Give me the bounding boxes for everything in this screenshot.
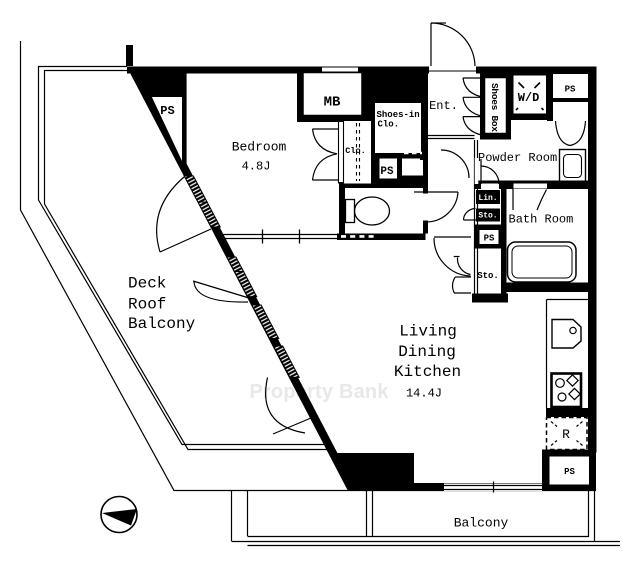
svg-text:Clo.: Clo.: [378, 120, 400, 130]
svg-text:Powder Room: Powder Room: [478, 151, 557, 165]
svg-text:Ent.: Ent.: [429, 99, 458, 113]
svg-text:Balcony: Balcony: [454, 516, 509, 531]
svg-text:Balcony: Balcony: [128, 315, 196, 333]
svg-text:W/D: W/D: [518, 91, 540, 105]
svg-text:PS: PS: [380, 166, 394, 178]
svg-text:Shoes-in: Shoes-in: [377, 110, 420, 120]
svg-text:Sto.: Sto.: [477, 271, 499, 281]
svg-text:Roof: Roof: [128, 296, 166, 314]
svg-text:Kitchen: Kitchen: [394, 363, 461, 381]
svg-text:Bedroom: Bedroom: [232, 140, 287, 155]
svg-text:PS: PS: [564, 467, 575, 477]
svg-text:R: R: [562, 427, 570, 442]
svg-text:Sto.: Sto.: [478, 212, 497, 221]
svg-text:Deck: Deck: [128, 275, 166, 293]
svg-text:MB: MB: [324, 95, 341, 111]
svg-text:PS: PS: [565, 85, 576, 95]
svg-text:4.8J: 4.8J: [242, 160, 271, 174]
svg-text:Property Bank: Property Bank: [249, 381, 389, 403]
svg-text:Clo.: Clo.: [345, 146, 365, 156]
svg-text:PS: PS: [160, 104, 174, 118]
svg-text:Bath Room: Bath Room: [509, 213, 574, 227]
svg-text:Lin.: Lin.: [478, 194, 497, 203]
svg-text:Shoes Box: Shoes Box: [489, 83, 500, 132]
svg-text:Living: Living: [399, 323, 457, 341]
svg-text:14.4J: 14.4J: [406, 387, 442, 401]
svg-text:PS: PS: [484, 234, 495, 244]
svg-text:Dining: Dining: [398, 343, 456, 361]
